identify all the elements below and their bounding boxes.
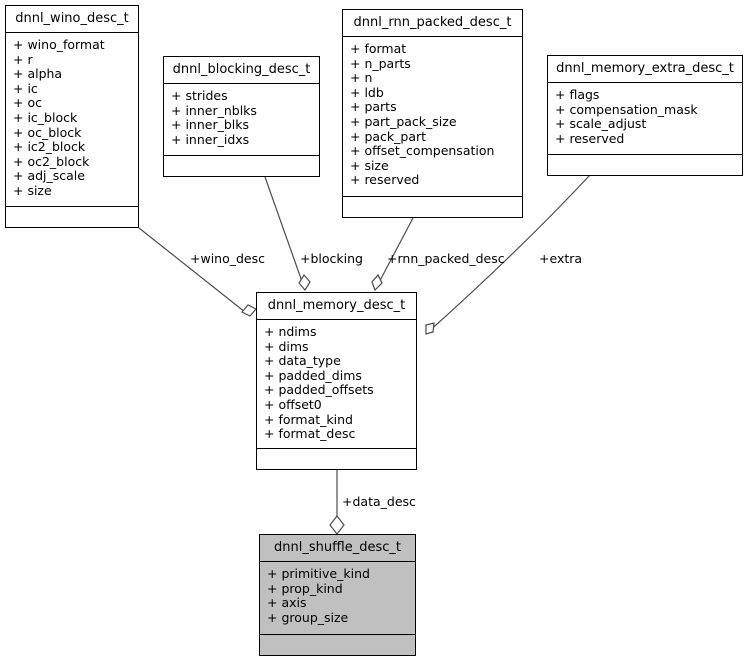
attribute: + data_type <box>264 353 341 369</box>
class-operations <box>343 197 522 217</box>
attribute: + dims <box>264 338 309 354</box>
attribute: + flags <box>555 87 600 102</box>
attribute: + ndims <box>264 324 317 339</box>
edge-label-rnn-packed-desc: +rnn_packed_desc <box>387 251 505 266</box>
class-operations <box>6 207 138 227</box>
attribute: + oc_block <box>13 124 82 140</box>
class-attributes: + strides + inner_nblks + inner_blks + i… <box>164 84 319 156</box>
attribute: + padded_dims <box>264 367 362 383</box>
class-box-dnnl-wino-desc-t[interactable]: dnnl_wino_desc_t + wino_format + r + alp… <box>5 5 139 228</box>
attribute: + ic2_block <box>13 139 86 155</box>
class-operations <box>164 156 319 176</box>
attribute: + pack_part <box>350 128 427 144</box>
attribute: + oc <box>13 95 42 111</box>
attribute: + offset0 <box>264 396 322 412</box>
attribute: + parts <box>350 99 397 115</box>
class-title: dnnl_blocking_desc_t <box>164 57 319 84</box>
edge-label-blocking: +blocking <box>300 251 363 266</box>
attribute: + offset_compensation <box>350 143 495 159</box>
attribute: + format <box>350 41 407 56</box>
class-box-dnnl-shuffle-desc-t[interactable]: dnnl_shuffle_desc_t + primitive_kind + p… <box>259 534 416 656</box>
attribute: + compensation_mask <box>555 101 698 117</box>
attribute: + n_parts <box>350 55 411 71</box>
attribute: + primitive_kind <box>267 566 370 581</box>
class-attributes: + ndims + dims + data_type + padded_dims… <box>257 320 416 449</box>
attribute: + scale_adjust <box>555 116 647 132</box>
attribute: + format_kind <box>264 411 353 427</box>
attribute: + inner_idxs <box>171 131 250 147</box>
class-attributes: + primitive_kind + prop_kind + axis + gr… <box>260 562 415 635</box>
class-title: dnnl_rnn_packed_desc_t <box>343 10 522 37</box>
class-box-dnnl-blocking-desc-t[interactable]: dnnl_blocking_desc_t + strides + inner_n… <box>163 56 320 177</box>
edge-label-wino-desc: +wino_desc <box>190 251 265 266</box>
attribute: + ic_block <box>13 109 78 125</box>
attribute: + size <box>13 182 52 198</box>
class-operations <box>260 635 415 655</box>
attribute: + format_desc <box>264 426 356 442</box>
attribute: + part_pack_size <box>350 113 457 129</box>
class-attributes: + wino_format + r + alpha + ic + oc + ic… <box>6 33 138 207</box>
attribute: + oc2_block <box>13 153 90 169</box>
class-attributes: + flags + compensation_mask + scale_adju… <box>548 83 742 155</box>
attribute: + padded_offsets <box>264 382 374 398</box>
edge-label-data-desc: +data_desc <box>342 494 416 509</box>
attribute: + reserved <box>555 130 625 146</box>
class-title: dnnl_wino_desc_t <box>6 6 138 33</box>
class-box-dnnl-memory-extra-desc-t[interactable]: dnnl_memory_extra_desc_t + flags + compe… <box>547 55 743 176</box>
edge-blocking <box>264 176 311 292</box>
class-title: dnnl_shuffle_desc_t <box>260 535 415 562</box>
attribute: + size <box>350 157 389 173</box>
class-box-dnnl-rnn-packed-desc-t[interactable]: dnnl_rnn_packed_desc_t + format + n_part… <box>342 9 523 218</box>
attribute: + axis <box>267 595 307 611</box>
edge-label-extra: +extra <box>539 251 583 266</box>
class-attributes: + format + n_parts + n + ldb + parts + p… <box>343 37 522 197</box>
attribute: + inner_nblks <box>171 102 257 118</box>
class-title: dnnl_memory_extra_desc_t <box>548 56 742 83</box>
edge-wino-desc <box>138 227 257 317</box>
attribute: + reserved <box>350 172 420 188</box>
class-title: dnnl_memory_desc_t <box>257 293 416 320</box>
attribute: + ldb <box>350 84 384 100</box>
attribute: + adj_scale <box>13 168 85 184</box>
class-operations <box>548 155 742 175</box>
attribute: + prop_kind <box>267 580 343 596</box>
attribute: + strides <box>171 88 228 103</box>
attribute: + r <box>13 51 33 67</box>
attribute: + inner_blks <box>171 117 250 133</box>
attribute: + n <box>350 70 373 86</box>
class-box-dnnl-memory-desc-t[interactable]: dnnl_memory_desc_t + ndims + dims + data… <box>256 292 417 470</box>
attribute: + group_size <box>267 609 349 625</box>
attribute: + wino_format <box>13 37 105 52</box>
class-operations <box>257 449 416 469</box>
attribute: + ic <box>13 80 38 96</box>
attribute: + alpha <box>13 66 63 82</box>
